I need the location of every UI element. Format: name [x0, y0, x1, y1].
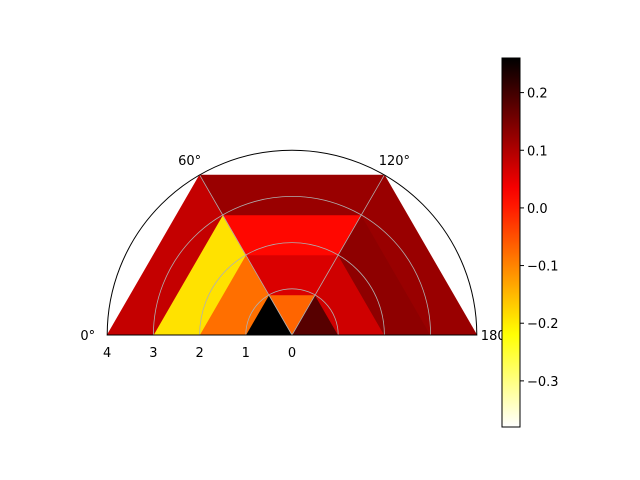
radial-tick-label: 3: [149, 346, 157, 361]
theta-tick-label: 120°: [379, 154, 410, 169]
colorbar-tick-label: −0.3: [527, 375, 559, 390]
angular-gridline: [291, 174, 385, 336]
radial-tick-label: 0: [288, 346, 296, 361]
colorbar-tick-label: 0.0: [527, 202, 548, 217]
radial-grid: [153, 174, 431, 336]
radial-gridline: [153, 196, 431, 336]
polar-outline: [106, 149, 478, 336]
colorbar-tick-label: 0.1: [527, 144, 548, 159]
theta-tick-label: 60°: [178, 154, 201, 169]
radial-gridline: [199, 242, 385, 336]
colorbar-tick-label: −0.1: [527, 260, 559, 275]
heatmap-cells: [106, 174, 478, 336]
theta-tick-label: 0°: [80, 329, 95, 344]
colorbar-tick-label: 0.2: [527, 87, 548, 102]
radial-tick-label: 1: [242, 346, 250, 361]
radial-tick-label: 2: [195, 346, 203, 361]
radial-gridline: [245, 288, 339, 336]
colorbar-bar: [501, 57, 521, 428]
polar-frame: [106, 149, 478, 336]
colorbar-tick-label: −0.2: [527, 317, 559, 332]
angular-gridline: [199, 174, 293, 336]
heatmap-cell: [199, 174, 385, 216]
heatmap-cell: [222, 214, 362, 256]
colorbar: −0.3 −0.2 −0.1 0.0 0.1 0.2: [501, 57, 559, 428]
radial-tick-label: 4: [103, 346, 111, 361]
